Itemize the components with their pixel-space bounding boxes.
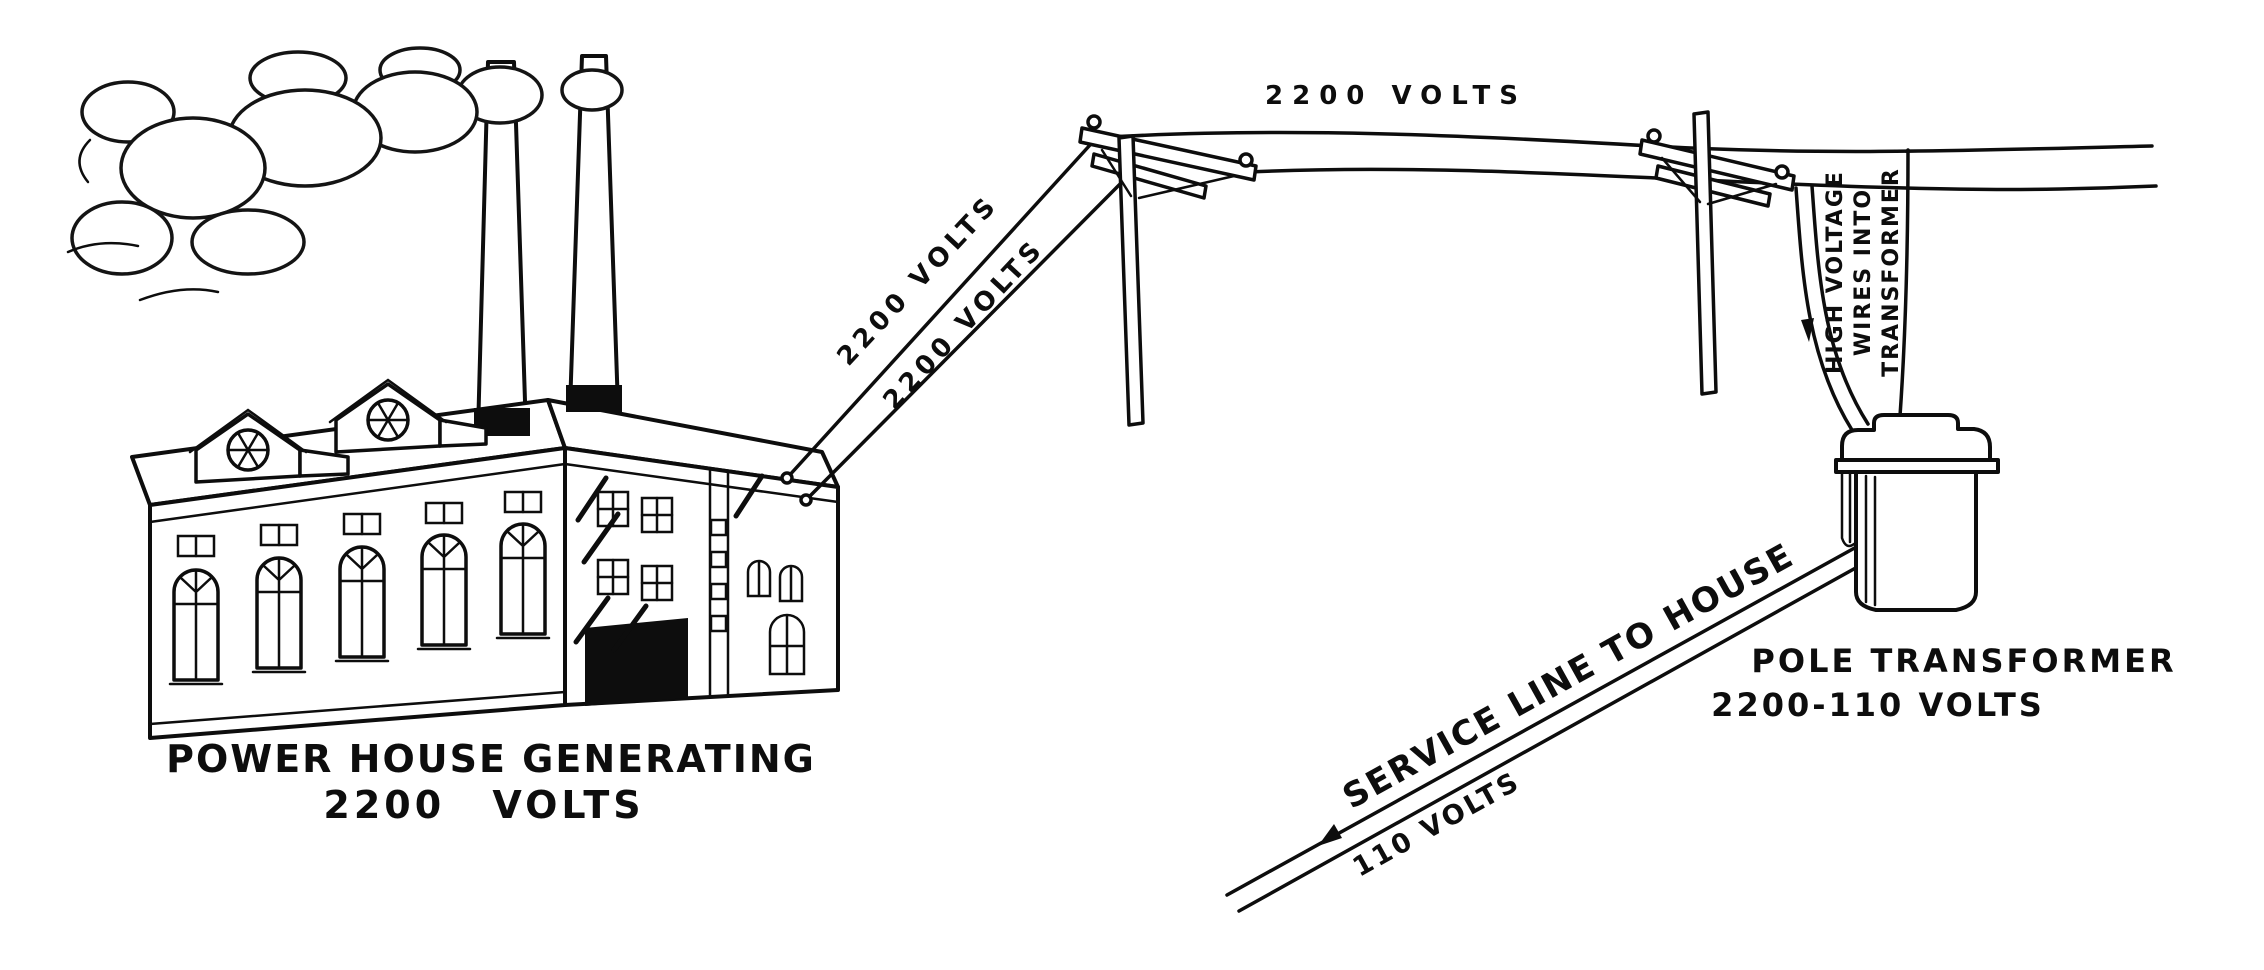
service-line-label: SERVICE LINE TO HOUSE	[1336, 535, 1801, 817]
insulator	[1238, 152, 1254, 168]
feeder-wires	[780, 143, 1134, 507]
feeder-wire-label-upper: 2200 VOLTS	[832, 189, 1005, 372]
pole	[1692, 110, 1718, 396]
high-voltage-label-line3: TRANSFORMER	[1879, 167, 1904, 377]
doorway	[585, 618, 688, 706]
smoke-cloud	[66, 46, 624, 302]
crossarm	[1638, 138, 1796, 192]
chimney-1-base	[474, 408, 530, 436]
insulator	[1086, 114, 1102, 130]
insulator	[1774, 164, 1790, 180]
roof-monitor-2	[328, 378, 488, 454]
clerestory-windows	[176, 490, 543, 558]
insulator	[1646, 128, 1662, 144]
pole-transformer-label-line2: 2200-110 VOLTS	[1711, 686, 2045, 724]
pole-transformer	[1834, 413, 2000, 612]
wall-shading	[573, 473, 765, 653]
down-arrow	[1801, 318, 1814, 342]
roof-monitor-1	[188, 408, 350, 484]
chimney-2-base	[566, 385, 622, 412]
service-line-wires	[1225, 543, 1872, 913]
power-house-label-line1: POWER HOUSE GENERATING	[166, 737, 816, 781]
pole-transformer-label-line1: POLE TRANSFORMER	[1751, 642, 2176, 680]
transformer-lid	[1840, 413, 1992, 464]
high-voltage-label-line1: HIGH VOLTAGE	[1823, 170, 1848, 374]
high-voltage-label-line2: WIRES INTO	[1851, 188, 1876, 356]
utility-pole-2	[1638, 110, 1796, 396]
span-wire-label: 2200 VOLTS	[1265, 81, 1527, 111]
feeder-wire-label-lower: 2200 VOLTS	[878, 233, 1051, 416]
utility-pole-1	[1078, 114, 1258, 427]
power-house-building	[130, 378, 840, 740]
service-arrow	[1318, 824, 1342, 846]
side-windows	[596, 490, 806, 676]
pole	[1117, 134, 1145, 427]
arched-windows	[168, 522, 551, 686]
transformer-drop-wires	[1794, 148, 1910, 432]
power-house-label-line2: 2200 VOLTS	[323, 783, 644, 827]
transformer-can	[1854, 470, 1978, 612]
